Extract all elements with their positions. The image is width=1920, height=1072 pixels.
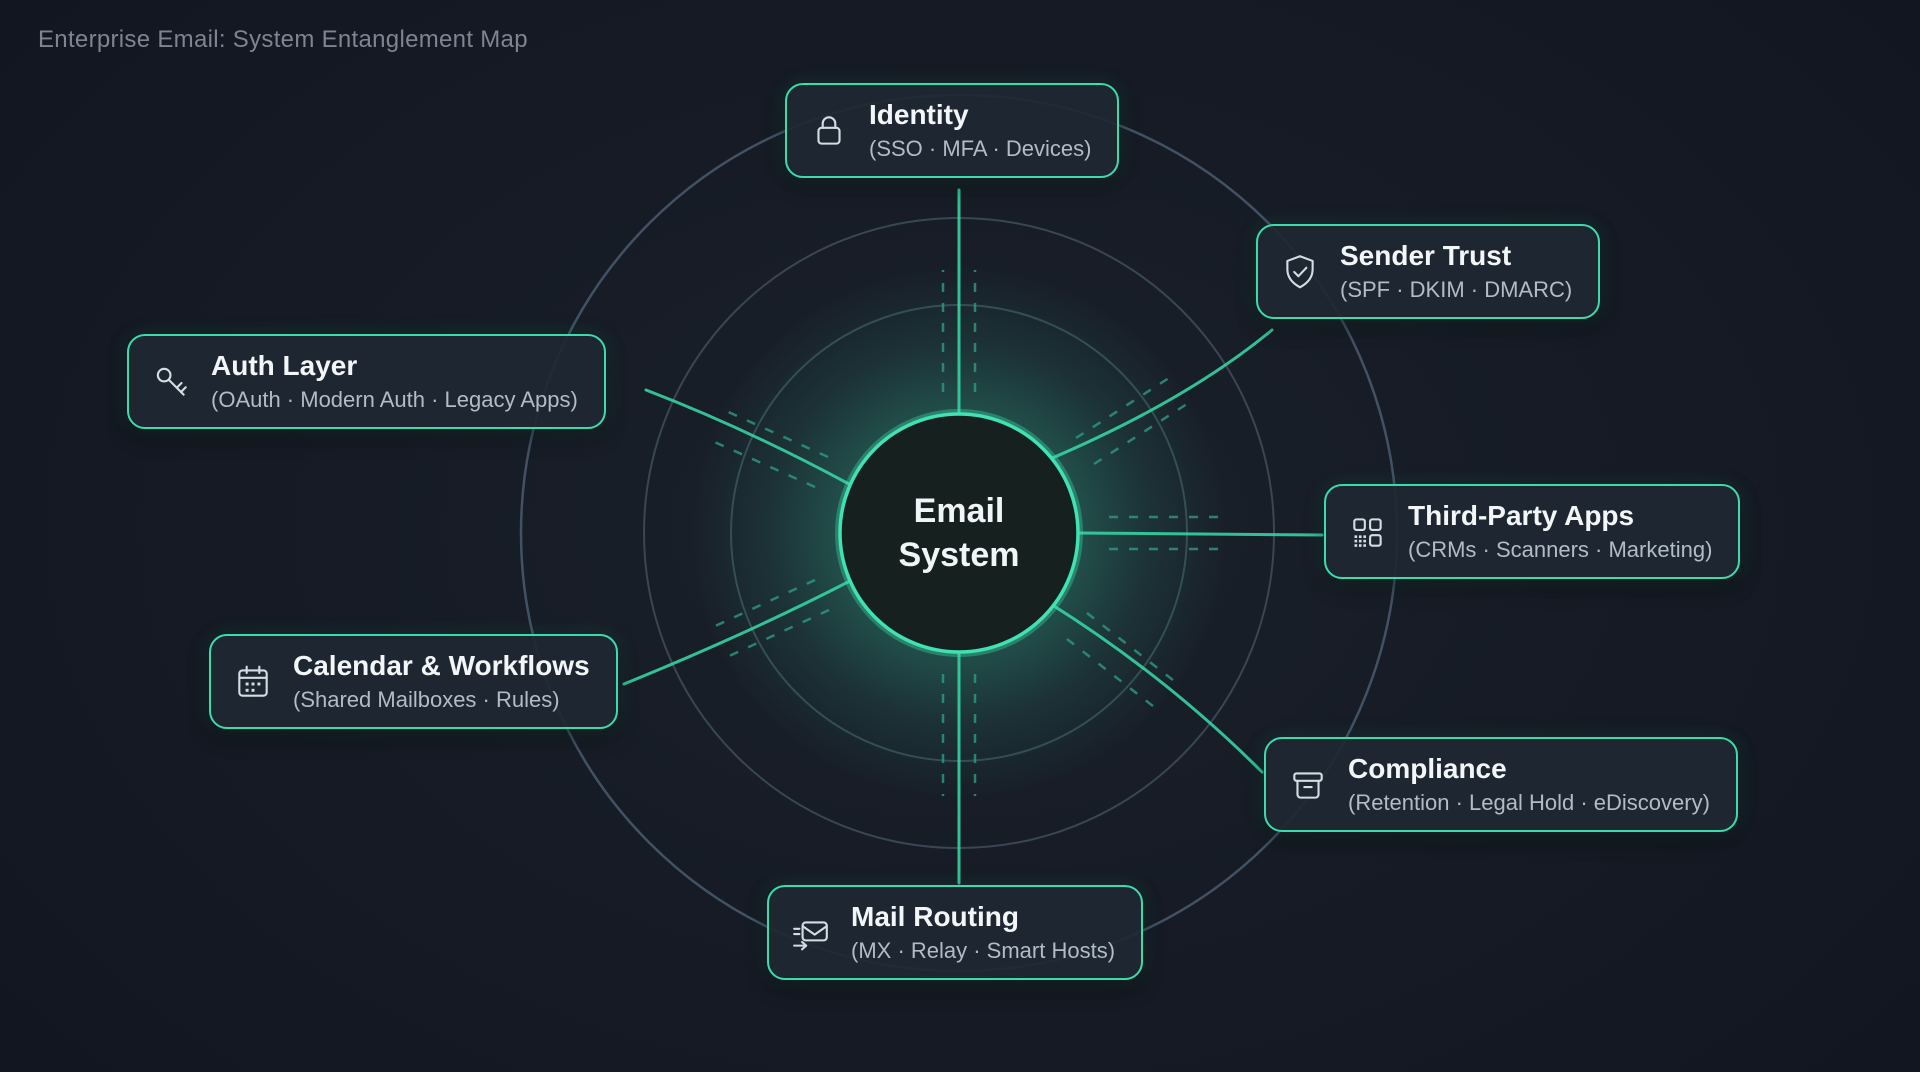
node-title: Auth Layer [211,350,358,381]
node-subtitle: (SPF · DKIM · DMARC) [1340,276,1573,302]
apps-grid-icon [1346,510,1390,554]
hub-circle [835,409,1083,657]
node-title: Compliance [1348,753,1507,784]
node-subtitle: (CRMs · Scanners · Marketing) [1408,536,1713,562]
node-auth-layer: Auth Layer (OAuth · Modern Auth · Legacy… [127,334,606,430]
node-title: Identity [869,99,969,130]
node-subtitle: (MX · Relay · Smart Hosts) [851,937,1116,963]
hub-label-line1: Email [913,491,1005,530]
key-icon [149,360,193,404]
hub-label-line2: System [898,536,1020,574]
node-subtitle: (Retention · Legal Hold · eDiscovery) [1348,789,1710,815]
calendar-icon [231,660,275,704]
hub-label: Email System [899,489,1020,577]
node-sender-trust: Sender Trust (SPF · DKIM · DMARC) [1256,224,1601,320]
page-title: Enterprise Email: System Entanglement Ma… [38,26,528,53]
node-title: Sender Trust [1340,240,1512,271]
lock-icon [807,109,851,153]
node-subtitle: (SSO · MFA · Devices) [869,135,1092,161]
node-subtitle: (Shared Mailboxes · Rules) [293,686,560,712]
spoke-connectors [622,188,1324,885]
archive-icon [1286,763,1330,807]
node-mail-routing: Mail Routing (MX · Relay · Smart Hosts) [767,885,1144,981]
node-subtitle: (OAuth · Modern Auth · Legacy Apps) [211,386,578,412]
node-title: Third-Party Apps [1408,500,1635,531]
mail-send-icon [789,911,833,955]
node-calendar-workflows: Calendar & Workflows (Shared Mailboxes ·… [209,634,618,730]
node-third-party-apps: Third-Party Apps (CRMs · Scanners · Mark… [1324,484,1741,580]
shield-check-icon [1278,250,1322,294]
node-identity: Identity (SSO · MFA · Devices) [785,83,1120,179]
node-title: Mail Routing [851,901,1019,932]
dashed-connectors [709,270,1224,796]
node-title: Calendar & Workflows [293,650,590,681]
node-compliance: Compliance (Retention · Legal Hold · eDi… [1264,737,1738,833]
